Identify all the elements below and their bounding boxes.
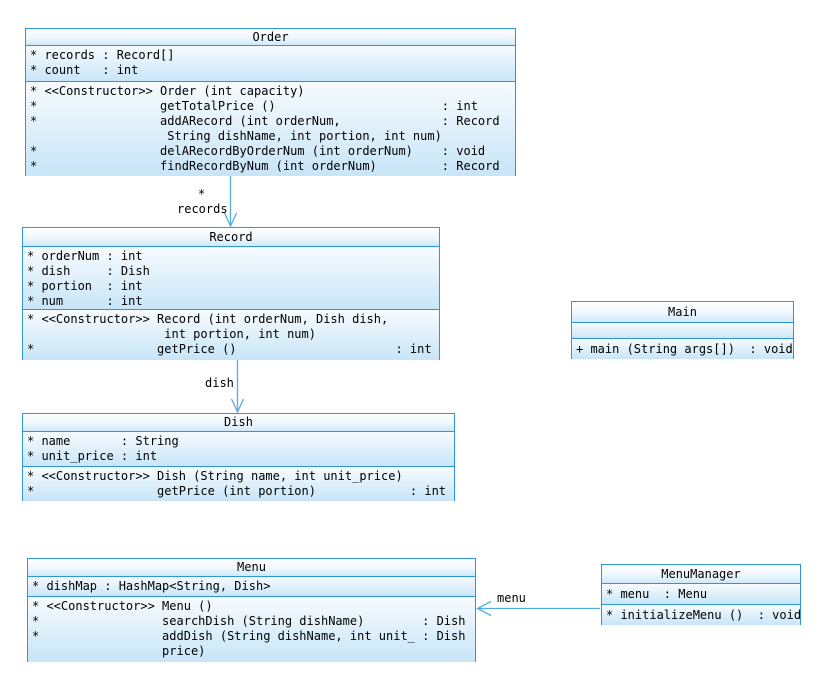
connector-record-dish[interactable] <box>230 360 245 414</box>
connector-menu-label: menu <box>497 591 526 605</box>
class-order-attributes: * records : Record[] * count : int <box>26 46 515 82</box>
class-menumanager[interactable]: MenuManager * menu : Menu * initializeMe… <box>601 564 801 625</box>
class-order-methods: * <<Constructor>> Order (int capacity) *… <box>26 81 515 176</box>
method-line: price) <box>32 644 206 658</box>
attribute-line: * unit_price : int <box>27 449 158 463</box>
class-dish[interactable]: Dish * name : String * unit_price : int … <box>22 413 455 501</box>
class-record[interactable]: Record * orderNum : int * dish : Dish * … <box>22 227 440 360</box>
method-line: * searchDish (String dishName) : Dish <box>32 614 466 628</box>
class-menumanager-attributes: * menu : Menu <box>602 584 800 605</box>
method-line: * <<Constructor>> Order (int capacity) <box>30 84 305 98</box>
method-line: * initializeMenu () : void <box>606 608 800 622</box>
class-record-title: Record <box>23 228 439 247</box>
class-main[interactable]: Main + main (String args[]) : void <box>571 301 794 359</box>
method-line: * getTotalPrice () : int <box>30 99 478 113</box>
class-menumanager-methods: * initializeMenu () : void <box>602 604 800 625</box>
class-menu-title: Menu <box>28 559 475 577</box>
attribute-line: * portion : int <box>27 279 143 293</box>
attribute-line: * name : String <box>27 434 179 448</box>
attribute-line: * dish : Dish <box>27 264 150 278</box>
method-line: * getPrice () : int <box>27 342 432 356</box>
class-main-title: Main <box>572 302 793 323</box>
method-line: * <<Constructor>> Record (int orderNum, … <box>27 312 389 326</box>
connector-records-label: records <box>177 202 228 216</box>
method-line: * <<Constructor>> Menu () <box>32 599 213 613</box>
method-line: * <<Constructor>> Dish (String name, int… <box>27 469 403 483</box>
method-line: * findRecordByNum (int orderNum) : Recor… <box>30 159 500 173</box>
attribute-line: * menu : Menu <box>606 587 708 601</box>
class-dish-attributes: * name : String * unit_price : int <box>23 432 454 467</box>
method-line: int portion, int num) <box>27 327 316 341</box>
connector-order-records[interactable] <box>223 176 238 228</box>
class-menu[interactable]: Menu * dishMap : HashMap<String, Dish> *… <box>27 558 476 662</box>
class-menu-attributes: * dishMap : HashMap<String, Dish> <box>28 577 475 597</box>
connector-records-multiplicity: * <box>198 187 206 201</box>
method-line: * delARecordByOrderNum (int orderNum) : … <box>30 144 486 158</box>
method-line: + main (String args[]) : void <box>576 342 793 356</box>
class-dish-title: Dish <box>23 414 454 432</box>
attribute-line: * dishMap : HashMap<String, Dish> <box>32 579 271 593</box>
method-line: * getPrice (int portion) : int <box>27 484 447 498</box>
class-order[interactable]: Order * records : Record[] * count : int… <box>25 28 516 176</box>
method-line: String dishName, int portion, int num) <box>30 129 442 143</box>
attribute-line: * orderNum : int <box>27 249 143 263</box>
class-dish-methods: * <<Constructor>> Dish (String name, int… <box>23 466 454 501</box>
class-menumanager-title: MenuManager <box>602 565 800 584</box>
connector-dish-label: dish <box>205 376 234 390</box>
class-order-title: Order <box>26 29 515 46</box>
attribute-line: * num : int <box>27 294 143 308</box>
class-main-attributes <box>572 323 793 339</box>
connector-menumanager-menu[interactable] <box>476 600 601 617</box>
class-record-attributes: * orderNum : int * dish : Dish * portion… <box>23 247 439 310</box>
method-line: * addARecord (int orderNum, : Record <box>30 114 500 128</box>
attribute-line: * records : Record[] <box>30 48 175 62</box>
class-record-methods: * <<Constructor>> Record (int orderNum, … <box>23 309 439 360</box>
method-line: * addDish (String dishName, int unit_ : … <box>32 629 466 643</box>
class-menu-methods: * <<Constructor>> Menu () * searchDish (… <box>28 596 475 662</box>
class-main-methods: + main (String args[]) : void <box>572 338 793 359</box>
attribute-line: * count : int <box>30 63 139 77</box>
